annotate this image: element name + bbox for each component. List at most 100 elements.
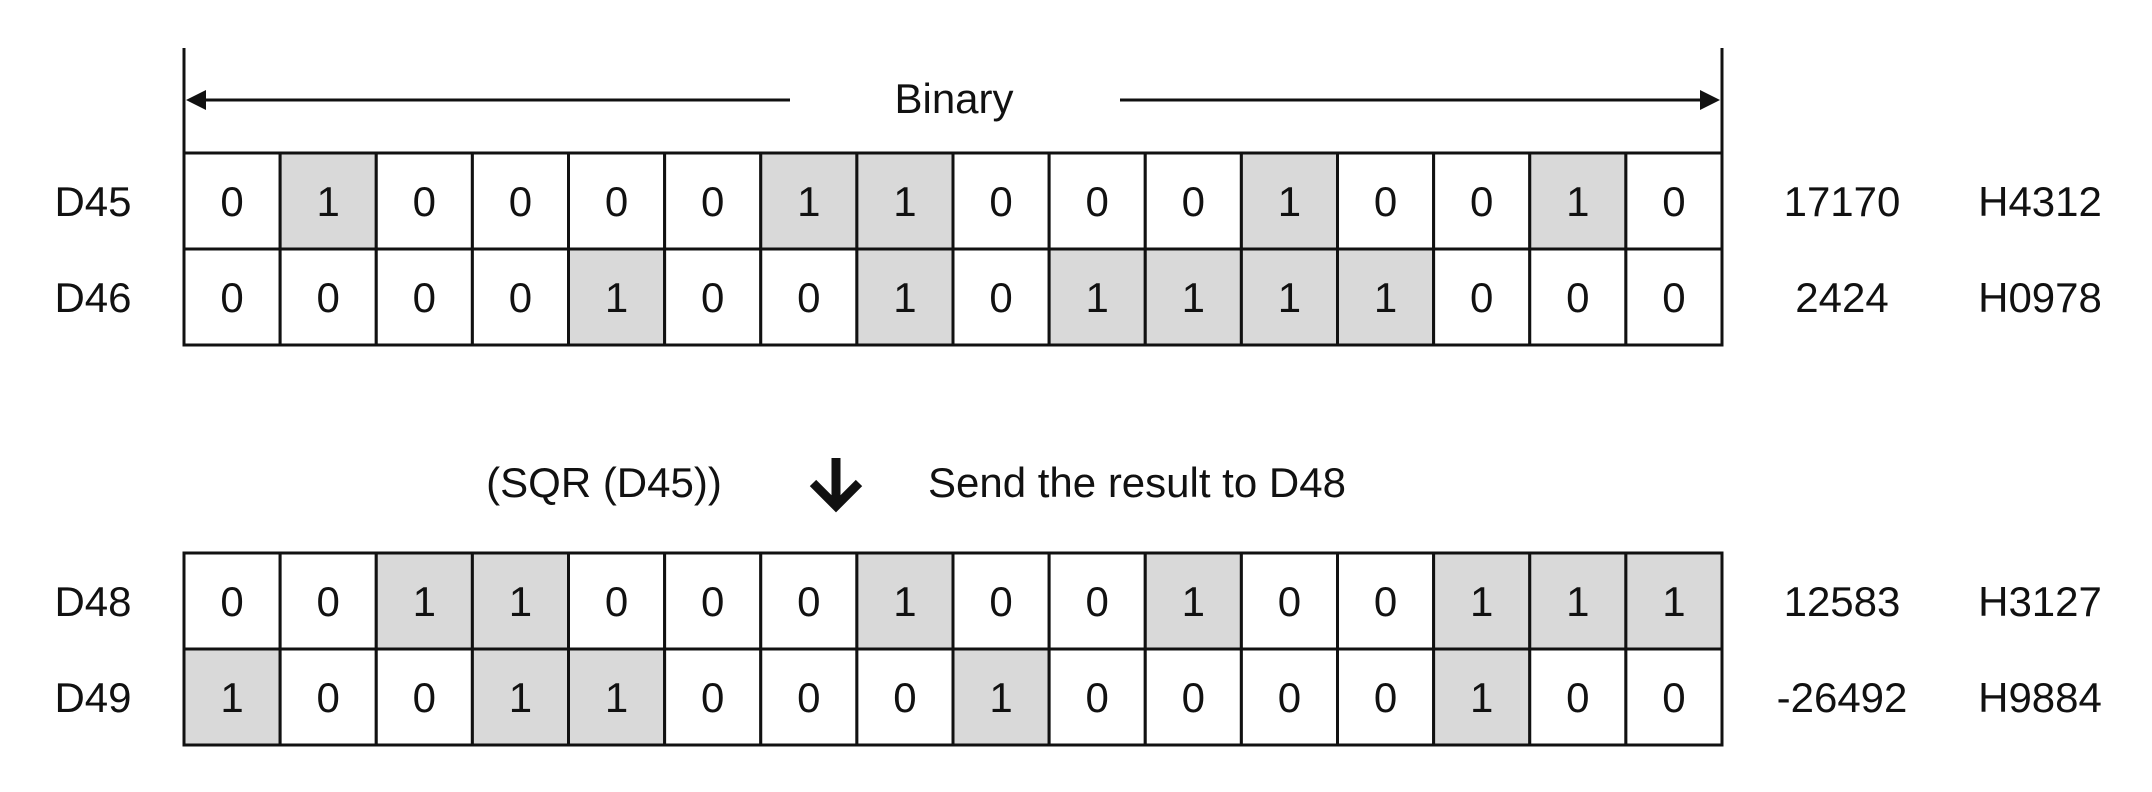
hex-value: H3127: [1978, 578, 2102, 625]
register-name: D48: [54, 578, 131, 625]
bit-value: 1: [1374, 274, 1397, 321]
operation-row: (SQR (D45)) Send the result to D48: [486, 458, 1346, 513]
bit-cell: [1432, 151, 1532, 251]
hex-value: H4312: [1978, 178, 2102, 225]
bit-cell: [1528, 647, 1628, 747]
bit-value: 0: [317, 274, 340, 321]
bit-cell: [374, 551, 474, 651]
bit-cell: [1239, 647, 1339, 747]
bit-cell: [1624, 647, 1724, 747]
register-name: D49: [54, 674, 131, 721]
bit-value: 0: [317, 578, 340, 625]
bit-cell: [1336, 551, 1436, 651]
decimal-value: 2424: [1795, 274, 1888, 321]
bit-value: 1: [1182, 578, 1205, 625]
bit-value: 0: [701, 274, 724, 321]
bit-value: 1: [1278, 274, 1301, 321]
bit-cell: [951, 647, 1051, 747]
bit-value: 0: [605, 178, 628, 225]
bit-value: 0: [1182, 674, 1205, 721]
bit-cell: [1143, 647, 1243, 747]
bit-value: 0: [413, 674, 436, 721]
bit-value: 1: [1662, 578, 1685, 625]
bit-cell: [182, 151, 282, 251]
decimal-value: 17170: [1784, 178, 1901, 225]
bit-value: 0: [1662, 274, 1685, 321]
bit-value: 0: [1470, 178, 1493, 225]
bit-cell: [1528, 551, 1628, 651]
hex-value: H0978: [1978, 274, 2102, 321]
bit-value: 1: [1566, 578, 1589, 625]
bit-cell: [855, 247, 955, 347]
bit-cell: [1239, 551, 1339, 651]
bit-cell: [1143, 151, 1243, 251]
bit-value: 1: [317, 178, 340, 225]
bit-cell: [567, 647, 667, 747]
bit-cell: [663, 151, 763, 251]
bit-value: 1: [989, 674, 1012, 721]
bit-value: 0: [989, 274, 1012, 321]
span-left-arrowhead: [186, 90, 206, 110]
bit-value: 0: [1374, 674, 1397, 721]
binary-label: Binary: [894, 75, 1013, 122]
bit-value: 0: [797, 274, 820, 321]
operation-left-label: (SQR (D45)): [486, 459, 722, 506]
bit-cell: [663, 647, 763, 747]
bit-cell: [567, 247, 667, 347]
bit-value: 0: [220, 178, 243, 225]
bit-value: 0: [1278, 578, 1301, 625]
bit-value: 0: [1086, 674, 1109, 721]
bit-value: 0: [701, 178, 724, 225]
hex-value: H9884: [1978, 674, 2102, 721]
bit-value: 1: [509, 578, 532, 625]
bit-value: 0: [413, 178, 436, 225]
bit-cell: [374, 151, 474, 251]
bit-value: 0: [220, 578, 243, 625]
operation-right-label: Send the result to D48: [928, 459, 1346, 506]
bit-cell: [1432, 647, 1532, 747]
bit-value: 0: [797, 578, 820, 625]
bit-cell: [1624, 247, 1724, 347]
bit-value: 0: [1374, 578, 1397, 625]
bit-value: 0: [797, 674, 820, 721]
bit-value: 1: [893, 578, 916, 625]
bit-value: 0: [701, 674, 724, 721]
bit-value: 1: [605, 674, 628, 721]
bit-value: 1: [1470, 578, 1493, 625]
decimal-value: 12583: [1784, 578, 1901, 625]
bit-value: 0: [1566, 274, 1589, 321]
bit-cell: [663, 247, 763, 347]
bit-value: 0: [413, 274, 436, 321]
bit-cell: [1336, 247, 1436, 347]
bit-cell: [1047, 647, 1147, 747]
bit-value: 0: [893, 674, 916, 721]
bit-value: 0: [989, 578, 1012, 625]
bit-cell: [278, 247, 378, 347]
bit-value: 0: [1086, 578, 1109, 625]
bit-value: 0: [1278, 674, 1301, 721]
bit-value: 1: [797, 178, 820, 225]
bit-value: 1: [413, 578, 436, 625]
bit-value: 0: [1086, 178, 1109, 225]
bit-cell: [1047, 151, 1147, 251]
bit-value: 1: [1182, 274, 1205, 321]
bit-value: 1: [220, 674, 243, 721]
bit-cell: [951, 247, 1051, 347]
register-name: D45: [54, 178, 131, 225]
bit-value: 1: [1470, 674, 1493, 721]
bit-value: 0: [509, 178, 532, 225]
bit-cell: [278, 647, 378, 747]
bit-cell: [759, 647, 859, 747]
decimal-value: -26492: [1777, 674, 1908, 721]
register-name: D46: [54, 274, 131, 321]
bit-value: 0: [605, 578, 628, 625]
bit-value: 0: [1662, 674, 1685, 721]
bit-value: 0: [1662, 178, 1685, 225]
bit-cell: [1336, 647, 1436, 747]
bit-value: 0: [1374, 178, 1397, 225]
bit-value: 1: [893, 274, 916, 321]
